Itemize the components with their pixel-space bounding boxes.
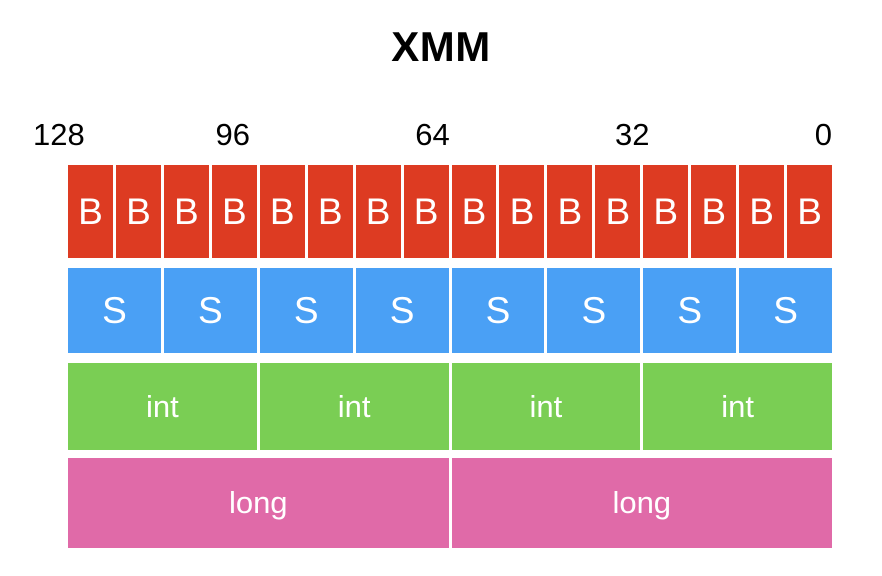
lane-cell-short: S — [739, 268, 832, 353]
bit-label-96: 96 — [215, 117, 250, 152]
lane-cell-int: int — [259, 363, 449, 450]
lane-cell-byte: B — [787, 165, 832, 258]
lane-cell-short: S — [451, 268, 545, 353]
lane-cell-byte: B — [211, 165, 257, 258]
lane-cell-short: S — [68, 268, 161, 353]
lane-cell-int: int — [451, 363, 641, 450]
lane-cell-long: long — [68, 458, 449, 548]
lane-cell-short: S — [259, 268, 353, 353]
lane-cell-byte: B — [595, 165, 641, 258]
lane-cell-int: int — [643, 363, 832, 450]
lane-cell-int: int — [68, 363, 257, 450]
bit-label-128: 128 — [33, 117, 85, 152]
lane-cell-byte: B — [403, 165, 449, 258]
bit-label-64: 64 — [415, 117, 450, 152]
lane-cell-byte: B — [547, 165, 593, 258]
lane-cell-byte: B — [259, 165, 305, 258]
page-title: XMM — [391, 23, 491, 70]
lane-cell-byte: B — [451, 165, 497, 258]
lane-cell-short: S — [163, 268, 257, 353]
bit-scale: 128 96 64 32 0 — [33, 118, 832, 152]
lane-cell-byte: B — [115, 165, 161, 258]
lane-cell-byte: B — [68, 165, 113, 258]
lane-cell-byte: B — [163, 165, 209, 258]
lane-cell-byte: B — [499, 165, 545, 258]
bit-label-0: 0 — [814, 117, 832, 152]
lane-cell-short: S — [547, 268, 641, 353]
lane-cell-byte: B — [643, 165, 689, 258]
lane-cell-long: long — [451, 458, 832, 548]
lane-cell-byte: B — [739, 165, 785, 258]
lane-cell-short: S — [643, 268, 737, 353]
bit-label-32: 32 — [615, 117, 650, 152]
lane-cell-byte: B — [691, 165, 737, 258]
lane-cell-byte: B — [355, 165, 401, 258]
lane-cell-byte: B — [307, 165, 353, 258]
lane-cell-short: S — [355, 268, 449, 353]
